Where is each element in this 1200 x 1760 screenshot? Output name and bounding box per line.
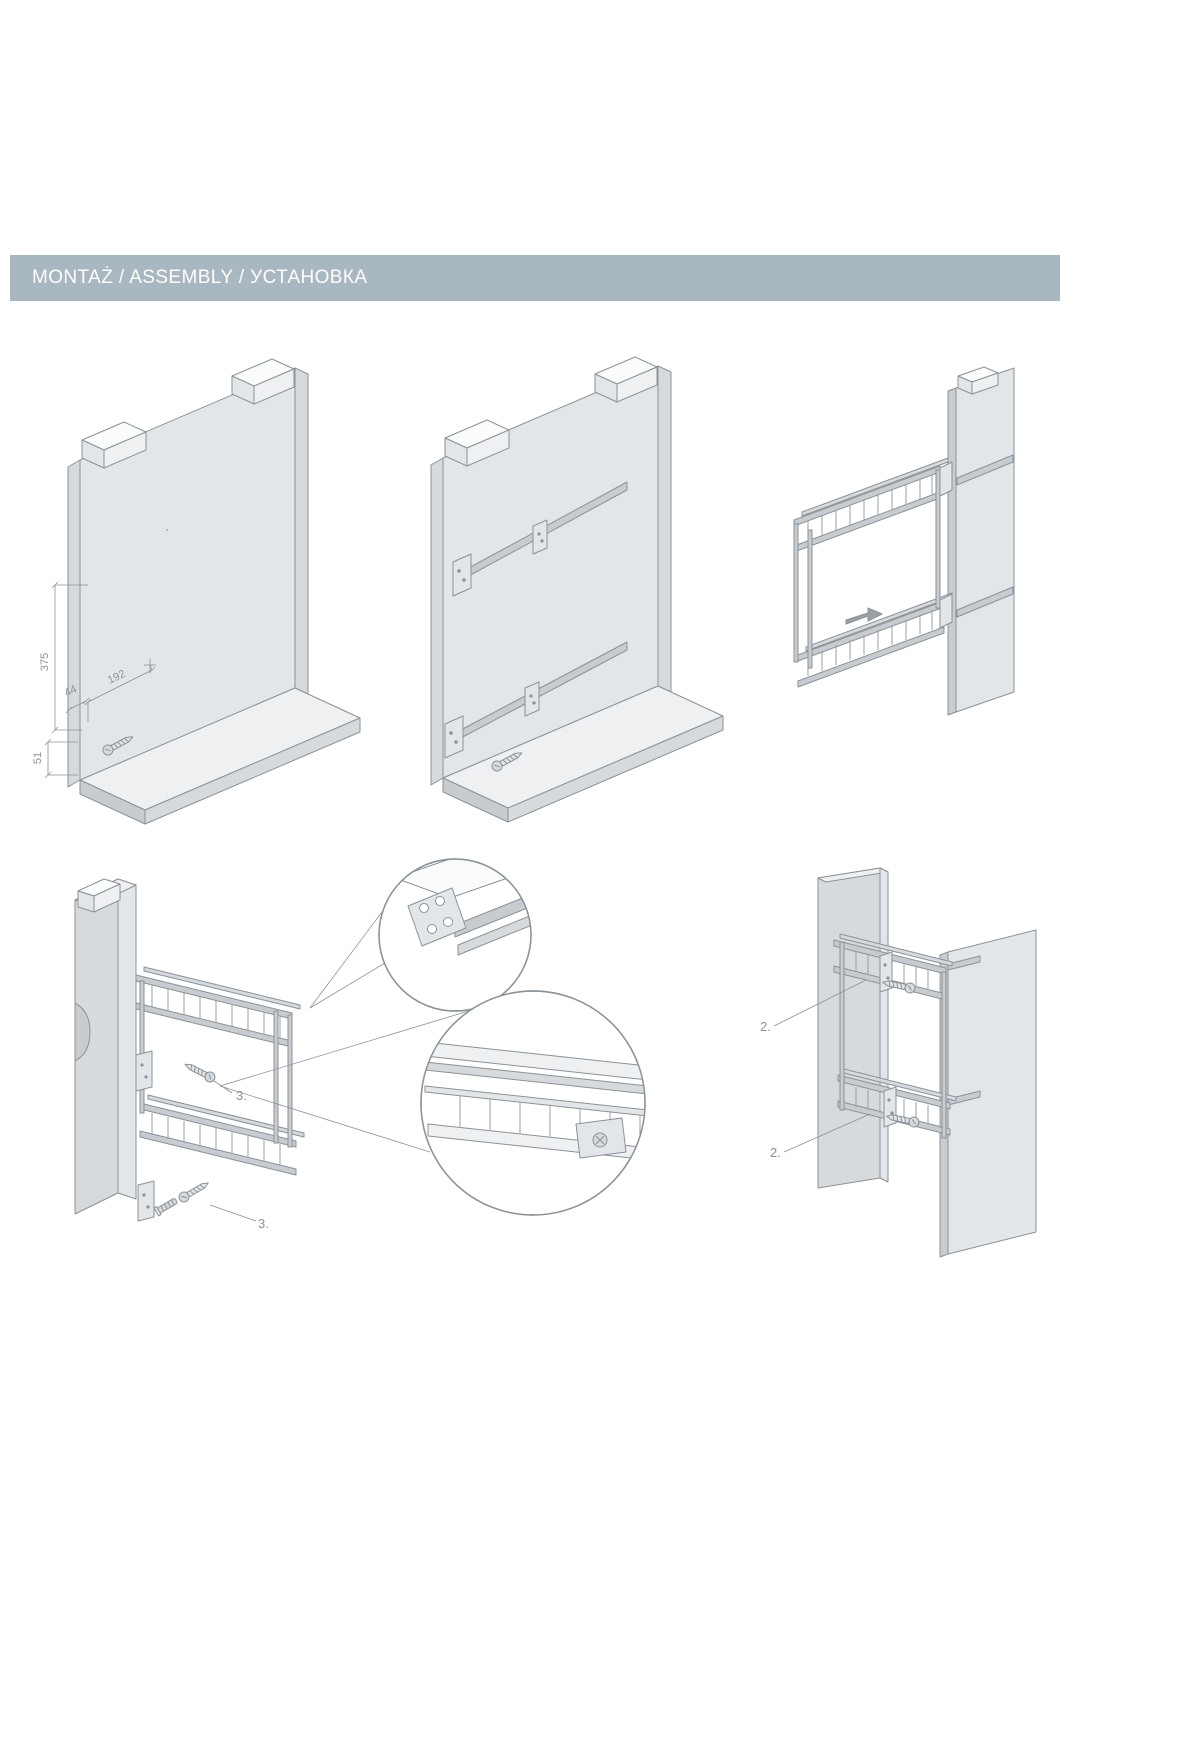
svg-text:375: 375: [39, 653, 51, 671]
drawer-slide-upper: [452, 481, 628, 597]
basket-unit: [793, 457, 953, 688]
svg-text:51: 51: [32, 752, 44, 764]
svg-text:3.: 3.: [236, 1088, 247, 1103]
drawing-step3-basket-insert: [793, 366, 1015, 716]
callout-line: [219, 1085, 431, 1153]
callout-line: [219, 1009, 473, 1087]
section-header: MONTAŻ / ASSEMBLY / УСТАНОВКА: [10, 255, 1060, 301]
dimension-44: 44: [63, 683, 90, 714]
callout-2-top: 2.: [760, 979, 867, 1034]
svg-text:2.: 2.: [760, 1019, 771, 1034]
basket-unit: [135, 966, 305, 1222]
drawer-slide-lower: [444, 641, 628, 759]
detail-circle-bracket: [378, 858, 532, 1012]
svg-text:44: 44: [63, 683, 79, 699]
drawing-step2-slides-mounted: [430, 356, 724, 823]
dimension-375: 375: [39, 581, 88, 734]
drawing-step4-basket-screws: 3. 3.: [74, 878, 305, 1231]
drawing-step1-carcass-dimensions: 375 192 44 51: [32, 358, 361, 825]
svg-text:2.: 2.: [770, 1145, 781, 1160]
callout-2-bottom: 2.: [770, 1113, 871, 1160]
callout-3-bottom: 3.: [209, 1204, 269, 1231]
panel-notch: [74, 1002, 91, 1062]
svg-text:3.: 3.: [258, 1216, 269, 1231]
insert-direction-arrow: [845, 607, 883, 625]
detail-circle-rail-screw: [420, 990, 646, 1216]
side-panel: [74, 878, 137, 1215]
section-title: MONTAŻ / ASSEMBLY / УСТАНОВКА: [32, 267, 368, 288]
drawing-step5-front-panel: 2. 2.: [760, 867, 1037, 1258]
dimension-51: 51: [32, 738, 78, 779]
callout-line: [309, 962, 386, 1009]
